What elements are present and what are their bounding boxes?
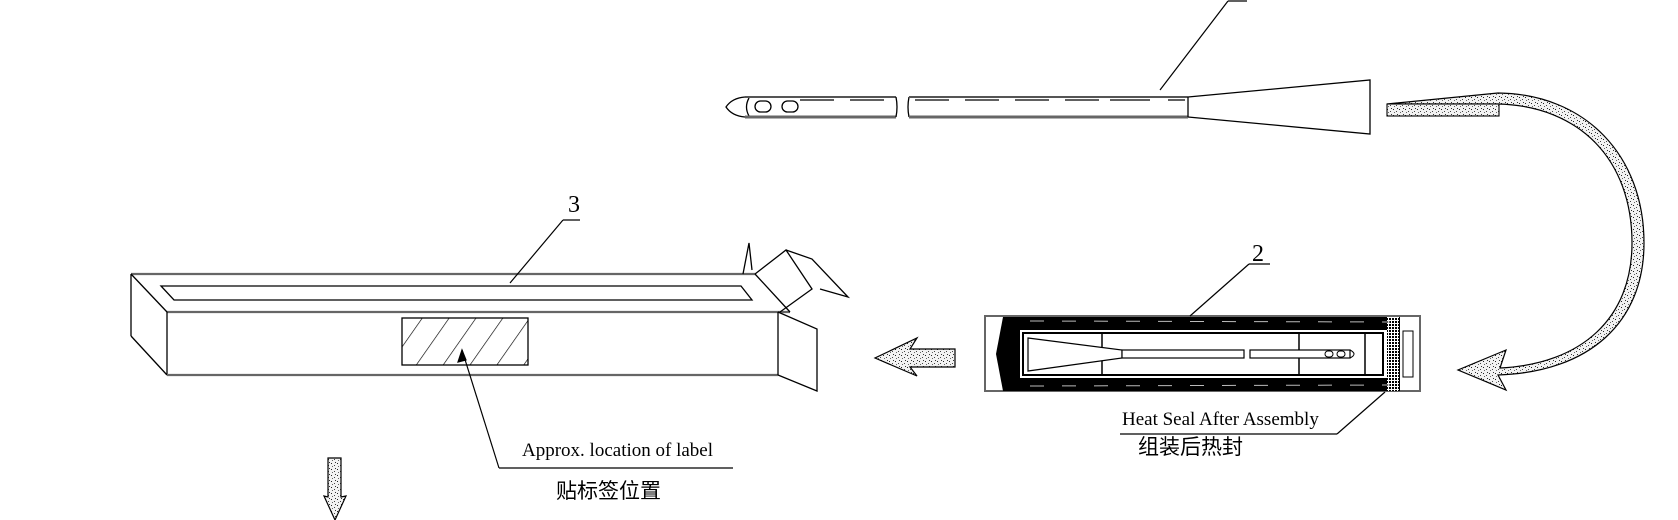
label-location-en: Approx. location of label — [522, 440, 714, 461]
left-arrow — [873, 336, 956, 377]
label-leader-line — [457, 348, 733, 469]
catheter-leader-line — [1159, 0, 1247, 91]
item-number-2: 2 — [1252, 241, 1264, 267]
pouch — [984, 315, 1421, 392]
label-location-zh: 贴标签位置 — [556, 479, 661, 503]
box-leader-line — [509, 219, 580, 284]
curved-arrow — [1386, 92, 1645, 392]
catheter — [725, 79, 1371, 135]
item-number-3: 3 — [568, 192, 580, 218]
pouch-leader-line — [1189, 263, 1270, 317]
heat-seal-label-en: Heat Seal After Assembly — [1122, 409, 1319, 430]
heat-seal-leader-line — [1120, 391, 1386, 435]
curved-arrow-tail — [1386, 103, 1500, 117]
carton-box — [130, 242, 851, 392]
heat-seal-label-zh: 组装后热封 — [1138, 435, 1243, 459]
down-arrow — [322, 457, 348, 520]
